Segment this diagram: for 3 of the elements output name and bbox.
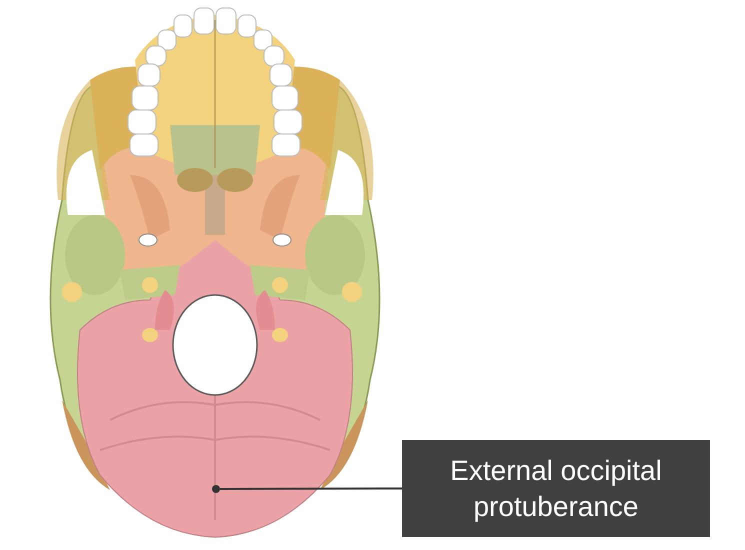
leader-line — [220, 488, 402, 490]
pointer-dot — [212, 485, 220, 493]
callout-label: External occipital protuberance — [402, 440, 710, 537]
